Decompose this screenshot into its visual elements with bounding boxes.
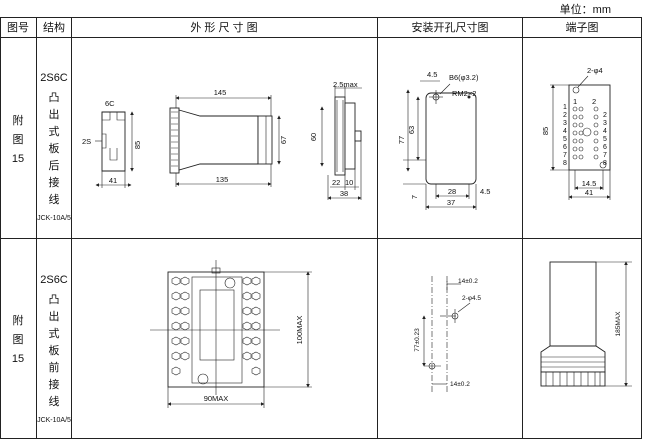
svg-text:B6(φ3.2): B6(φ3.2) — [449, 73, 479, 82]
row2-mounting-drawing: 14±0.2 2-φ4.5 77±0.23 14±0.2 — [414, 276, 481, 392]
svg-text:6C: 6C — [105, 99, 115, 108]
svg-text:JCK-10A/5: JCK-10A/5 — [37, 215, 71, 222]
row2-terminal-drawing: 185MAX — [540, 261, 632, 387]
header-mounting: 安装开孔尺寸图 — [412, 20, 489, 34]
svg-text:7: 7 — [410, 195, 419, 199]
svg-text:1: 1 — [573, 97, 577, 106]
svg-text:图: 图 — [13, 133, 24, 146]
svg-text:22: 22 — [332, 178, 340, 187]
svg-text:板: 板 — [49, 141, 60, 155]
svg-text:式: 式 — [49, 327, 60, 340]
svg-text:14±0.2: 14±0.2 — [450, 381, 470, 388]
svg-text:5: 5 — [603, 136, 607, 143]
svg-text:38: 38 — [340, 189, 348, 198]
row1-outline-drawing: 6C 2S 85 41 145 67 135 60 2.5ma — [82, 80, 362, 200]
svg-text:85: 85 — [541, 127, 550, 135]
svg-text:6: 6 — [603, 144, 607, 151]
svg-text:100MAX: 100MAX — [295, 316, 304, 345]
svg-text:接: 接 — [49, 176, 60, 189]
svg-text:145: 145 — [214, 88, 227, 97]
svg-text:90MAX: 90MAX — [204, 394, 229, 403]
svg-text:37: 37 — [447, 198, 455, 207]
svg-text:出: 出 — [49, 309, 60, 323]
svg-text:63: 63 — [407, 126, 416, 134]
svg-text:2.5max: 2.5max — [333, 80, 358, 89]
svg-text:线: 线 — [49, 394, 60, 408]
svg-text:7: 7 — [603, 152, 607, 159]
svg-text:67: 67 — [279, 136, 288, 144]
svg-text:4: 4 — [603, 128, 607, 135]
svg-text:出: 出 — [49, 107, 60, 121]
svg-text:41: 41 — [585, 188, 593, 197]
row1-mounting-drawing: 4.5 B6(φ3.2) RM2×2 77 63 7 28 4.5 37 — [397, 70, 490, 210]
terminal-pins — [572, 106, 599, 160]
svg-text:15: 15 — [12, 353, 24, 365]
header-outline: 外 形 尺 寸 图 — [190, 20, 257, 34]
svg-text:凸: 凸 — [49, 92, 60, 104]
svg-text:3: 3 — [603, 120, 607, 127]
row1-fig: 附 图 15 — [12, 113, 24, 165]
svg-text:41: 41 — [109, 176, 117, 185]
svg-text:2S: 2S — [82, 137, 91, 146]
svg-text:2S6C: 2S6C — [40, 274, 68, 286]
row1-terminal-drawing: 2-φ4 1 2 1 2 3 4 5 6 7 8 2 3 4 5 6 7 8 — [541, 66, 611, 200]
svg-text:8: 8 — [563, 160, 567, 167]
svg-text:8: 8 — [603, 160, 607, 167]
svg-text:28: 28 — [448, 187, 456, 196]
svg-text:接: 接 — [49, 378, 60, 391]
svg-text:135: 135 — [216, 175, 229, 184]
row2-fig: 附 图 15 — [12, 313, 24, 365]
table-grid — [0, 17, 642, 439]
row2-outline-drawing: 100MAX 90MAX — [150, 260, 312, 408]
svg-text:15: 15 — [12, 153, 24, 165]
row1-structure: 2S6C 凸 出 式 板 后 接 线 JCK-10A/5 — [37, 72, 71, 222]
svg-text:77±0.23: 77±0.23 — [414, 328, 421, 352]
svg-text:2: 2 — [563, 112, 567, 119]
svg-text:板: 板 — [49, 343, 60, 357]
svg-text:图: 图 — [13, 333, 24, 346]
svg-text:4.5: 4.5 — [480, 187, 490, 196]
svg-text:RM2×2: RM2×2 — [452, 89, 476, 98]
svg-text:附: 附 — [13, 313, 24, 327]
terminal-right-numbers: 2 3 4 5 6 7 8 — [603, 112, 607, 167]
svg-text:2-φ4: 2-φ4 — [587, 66, 603, 75]
svg-text:线: 线 — [49, 192, 60, 206]
svg-text:2: 2 — [603, 112, 607, 119]
svg-text:2: 2 — [592, 97, 596, 106]
svg-text:1: 1 — [563, 104, 567, 111]
svg-text:6: 6 — [563, 144, 567, 151]
unit-label: 单位：mm — [559, 4, 611, 16]
svg-text:4.5: 4.5 — [427, 70, 437, 79]
svg-text:凸: 凸 — [49, 294, 60, 306]
svg-text:60: 60 — [309, 133, 318, 141]
svg-text:式: 式 — [49, 125, 60, 138]
svg-text:14±0.2: 14±0.2 — [458, 278, 478, 285]
svg-text:7: 7 — [563, 152, 567, 159]
svg-text:14.5: 14.5 — [582, 179, 597, 188]
svg-text:77: 77 — [397, 136, 406, 144]
svg-text:5: 5 — [563, 136, 567, 143]
svg-text:前: 前 — [49, 360, 60, 374]
row2-structure: 2S6C 凸 出 式 板 前 接 线 JCK-10A/5 — [37, 274, 71, 424]
terminal-left-numbers: 1 2 3 4 5 6 7 8 — [563, 104, 567, 167]
svg-text:附: 附 — [13, 113, 24, 127]
svg-text:JCK-10A/5: JCK-10A/5 — [37, 417, 71, 424]
svg-text:后: 后 — [49, 159, 60, 172]
svg-text:2-φ4.5: 2-φ4.5 — [462, 295, 481, 302]
svg-text:3: 3 — [563, 120, 567, 127]
svg-text:185MAX: 185MAX — [615, 311, 622, 337]
header-structure: 结构 — [43, 20, 65, 34]
svg-text:85: 85 — [133, 141, 142, 149]
header-terminal: 端子图 — [566, 21, 599, 34]
header-fig-no: 图号 — [7, 21, 29, 34]
svg-text:4: 4 — [563, 128, 567, 135]
svg-text:2S6C: 2S6C — [40, 72, 68, 84]
svg-text:10: 10 — [345, 178, 353, 187]
